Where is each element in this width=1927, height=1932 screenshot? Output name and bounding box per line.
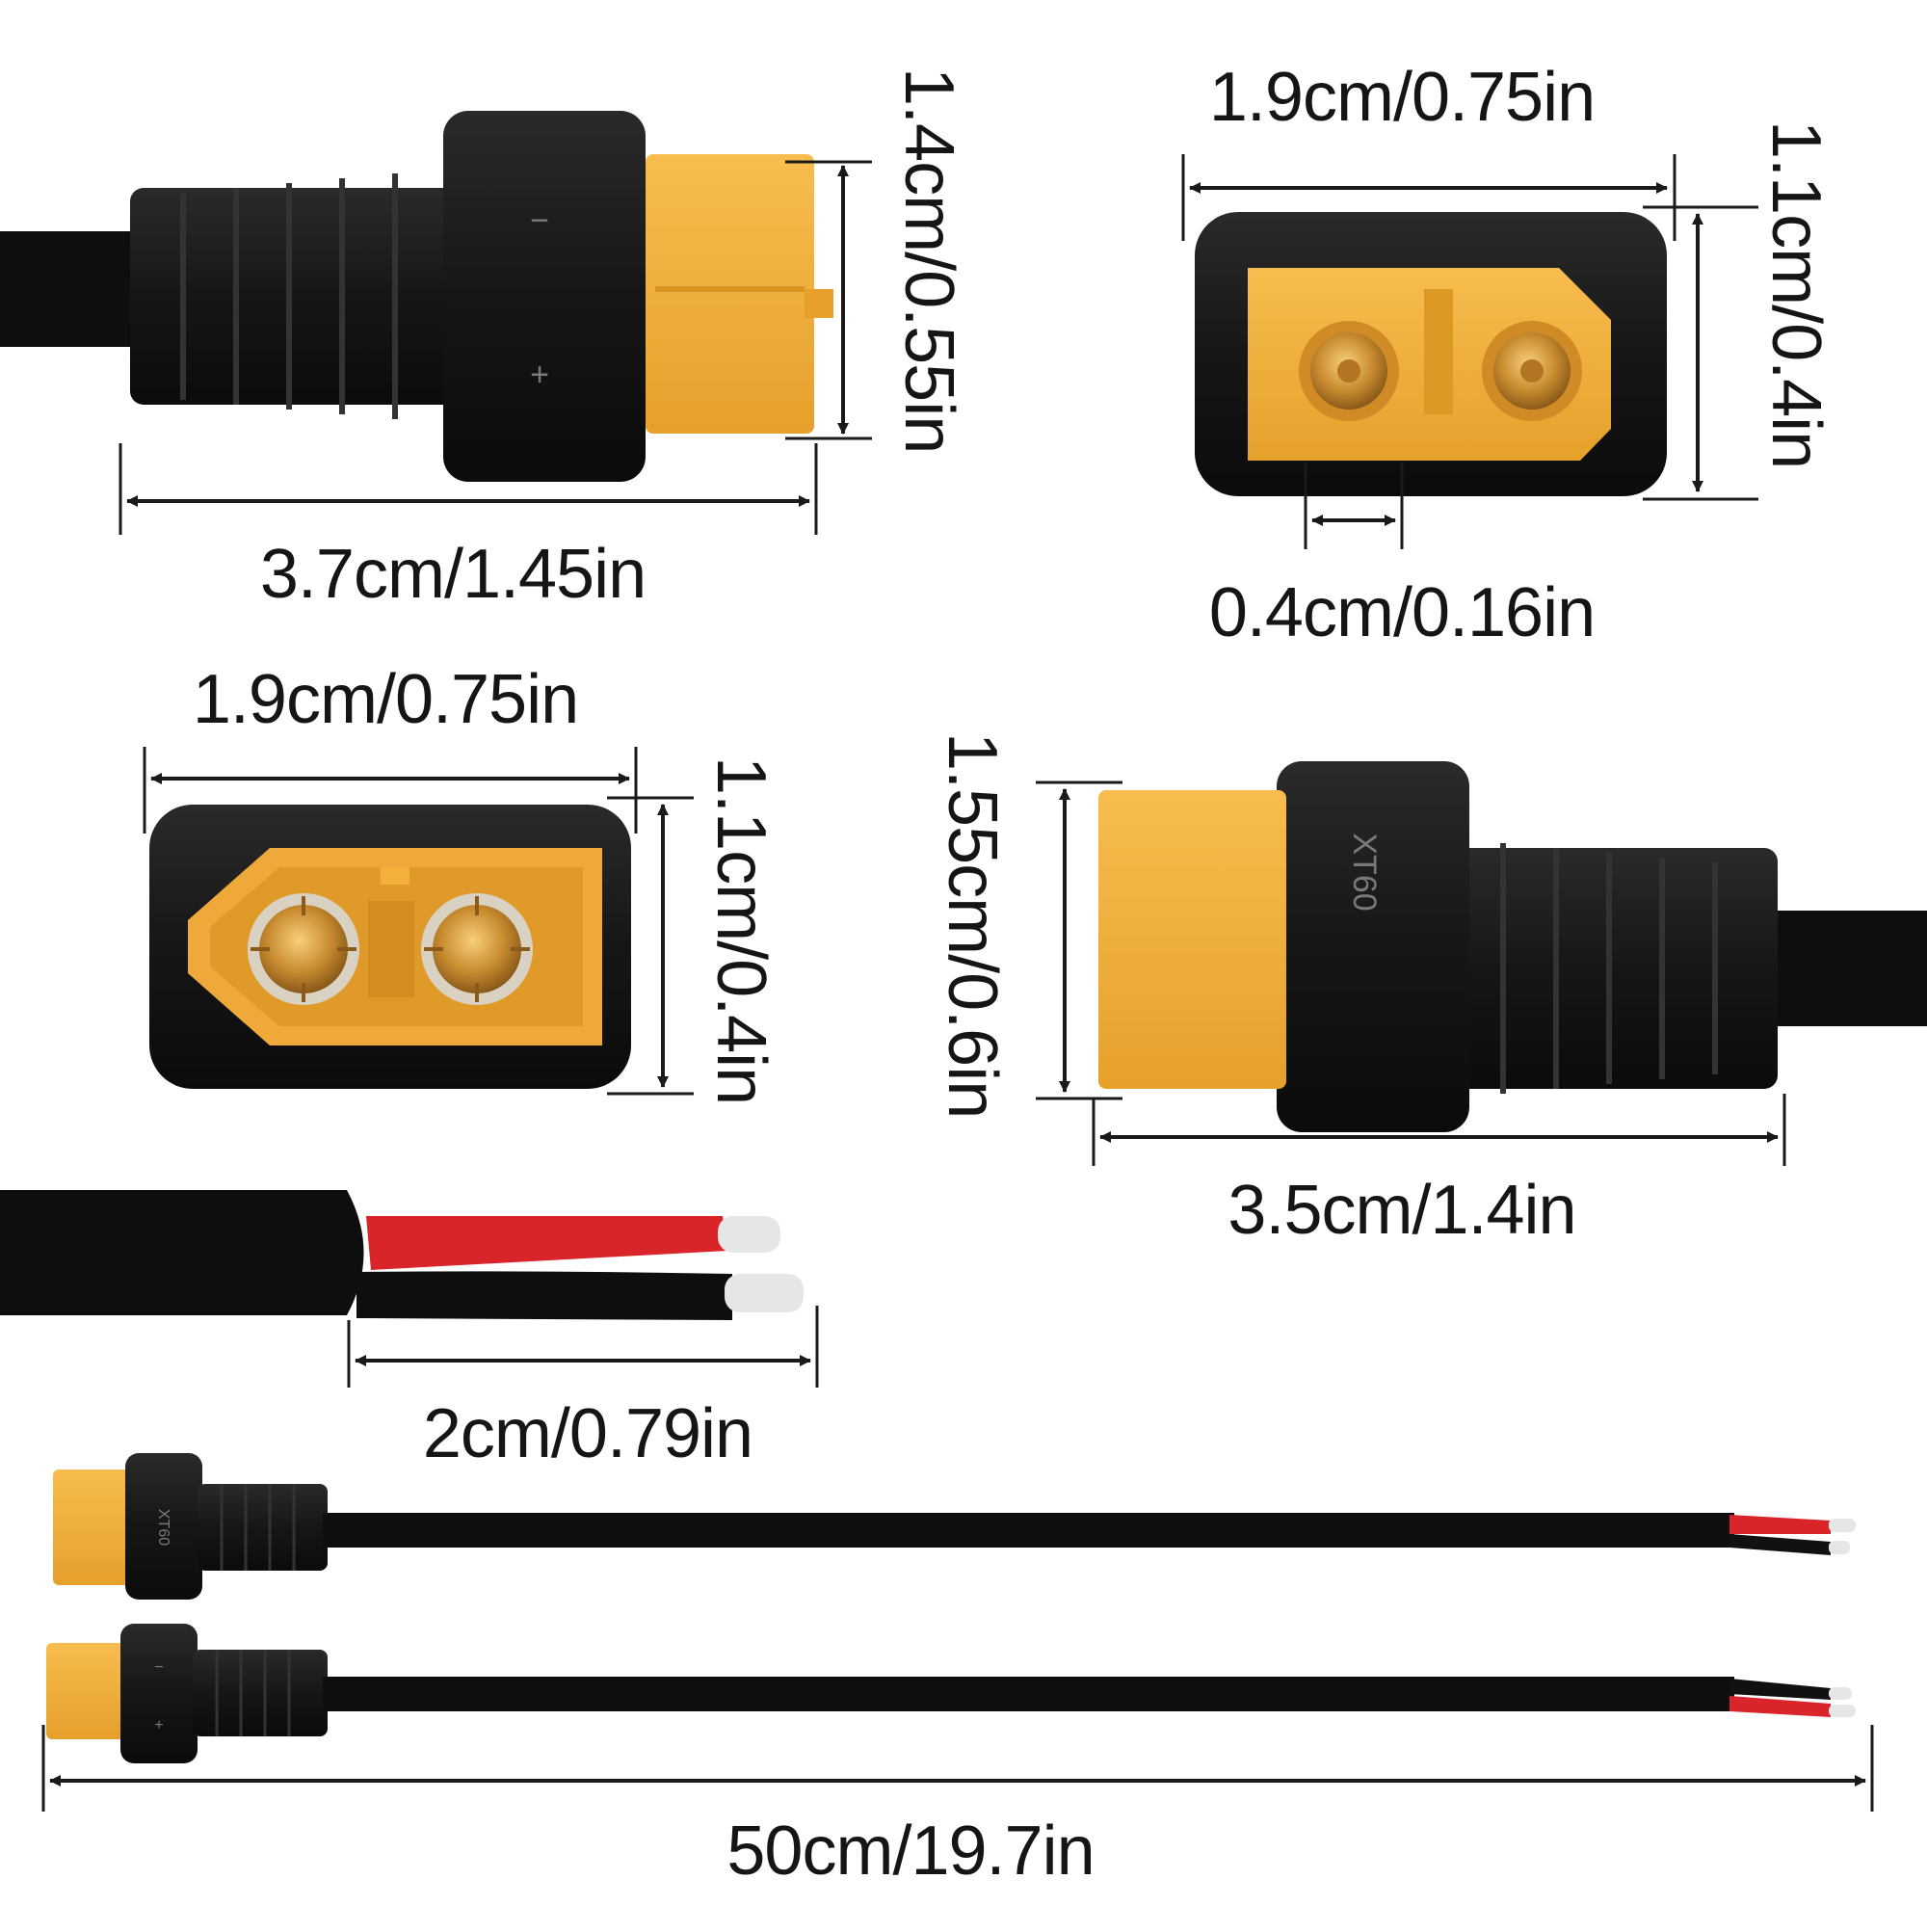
dimension-male-side-height: 1.55cm/0.6in <box>934 732 1122 1118</box>
minus-marking: − <box>530 202 549 239</box>
female-cable-full: − + <box>46 1624 1856 1763</box>
red-wire-tip <box>718 1216 780 1253</box>
dimension-label: 2cm/0.79in <box>423 1395 752 1472</box>
red-wire <box>1729 1696 1831 1717</box>
dimension-stripped-length: 2cm/0.79in <box>347 1306 819 1472</box>
dimension-label: 50cm/19.7in <box>726 1813 1094 1890</box>
dimension-female-side-height: 1.4cm/0.55in <box>785 67 967 453</box>
dimension-male-side-length: 3.5cm/1.4in <box>1092 1094 1786 1249</box>
cable <box>323 1513 1734 1548</box>
male-cable-full: XT60 <box>53 1453 1856 1600</box>
dimension-label: 3.7cm/1.45in <box>260 536 646 613</box>
yellow-plug-latch <box>805 289 833 318</box>
female-connector-front-view <box>1195 212 1667 496</box>
male-connector-side-view: XT60 <box>1098 761 1927 1132</box>
black-wire <box>356 1271 732 1320</box>
model-marking: XT60 <box>1346 833 1383 911</box>
strain-relief-ribs <box>180 173 398 419</box>
black-wire <box>1729 1679 1831 1700</box>
yellow-plug <box>53 1469 135 1585</box>
dimension-label: 1.1cm/0.4in <box>702 756 779 1104</box>
dimension-label: 3.5cm/1.4in <box>1227 1172 1575 1249</box>
dimension-male-face-width: 1.9cm/0.75in <box>143 661 638 834</box>
pin-left <box>248 893 359 1005</box>
dimension-pin-spacing: 0.4cm/0.16in <box>1209 463 1596 651</box>
black-wire <box>1729 1534 1831 1555</box>
dimension-label: 1.9cm/0.75in <box>193 661 578 738</box>
strain-relief <box>130 188 458 405</box>
dimension-label: 1.9cm/0.75in <box>1209 59 1595 136</box>
male-connector-front-view <box>149 805 631 1089</box>
strain-relief <box>193 1650 328 1736</box>
cable <box>0 231 145 347</box>
plus-marking: + <box>154 1717 163 1734</box>
dimension-label: 1.1cm/0.4in <box>1757 120 1835 468</box>
female-connector-side-view: − + <box>0 111 833 482</box>
pin-right <box>421 893 533 1005</box>
connector-housing <box>120 1624 198 1763</box>
yellow-plug <box>46 1643 128 1739</box>
dimension-label: 1.4cm/0.55in <box>890 67 967 453</box>
yellow-plug <box>1098 790 1286 1089</box>
dimension-female-face-width: 1.9cm/0.75in <box>1181 59 1676 241</box>
dimension-cable-length: 50cm/19.7in <box>41 1725 1874 1890</box>
strain-relief <box>198 1484 328 1571</box>
cable <box>323 1677 1734 1711</box>
center-key <box>1424 289 1453 414</box>
red-wire <box>366 1216 727 1270</box>
dimension-female-face-height: 1.1cm/0.4in <box>1643 120 1835 501</box>
socket-right <box>1482 321 1582 421</box>
connector-housing <box>1277 761 1469 1132</box>
model-marking: XT60 <box>155 1509 172 1546</box>
cable-jacket <box>0 1190 364 1315</box>
plus-marking: + <box>530 357 549 393</box>
red-wire <box>1729 1515 1831 1534</box>
connector-housing <box>443 111 646 482</box>
minus-marking: − <box>154 1659 163 1676</box>
black-wire-tip <box>725 1274 804 1312</box>
dimension-label: 1.55cm/0.6in <box>934 732 1011 1118</box>
connector-housing <box>125 1453 202 1600</box>
center-key <box>368 901 414 997</box>
dimension-male-face-height: 1.1cm/0.4in <box>607 756 779 1104</box>
stripped-wire-end <box>0 1190 804 1320</box>
strain-relief-ribs <box>1500 843 1718 1094</box>
dimension-female-side-length: 3.7cm/1.45in <box>119 443 818 613</box>
dimension-label: 0.4cm/0.16in <box>1209 574 1595 651</box>
yellow-plug <box>646 154 814 434</box>
socket-left <box>1299 321 1399 421</box>
